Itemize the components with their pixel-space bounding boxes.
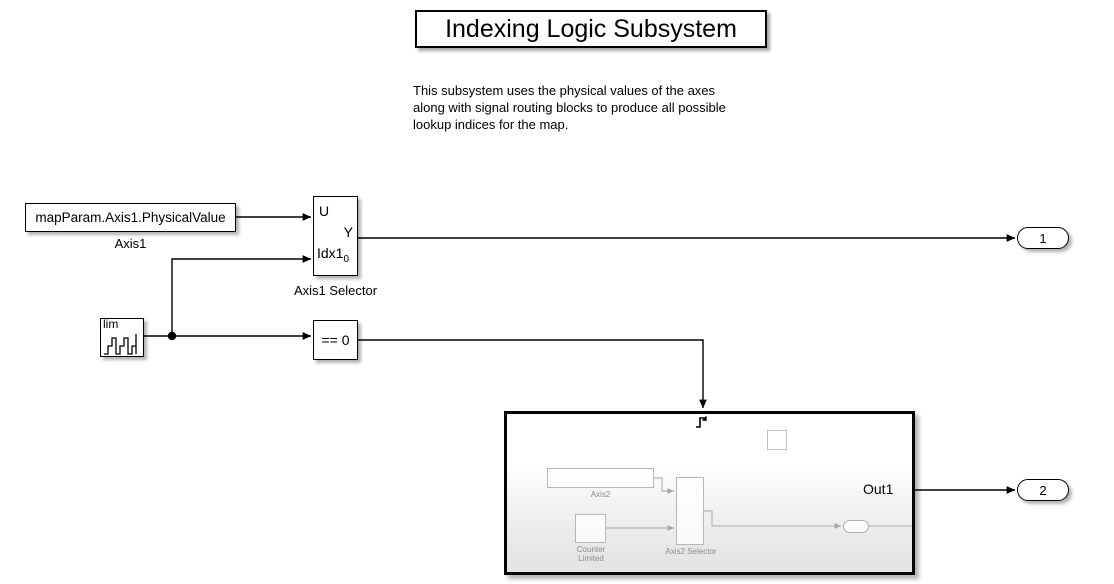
inner-block-axis2 [547,468,654,488]
counter-lim-text: lim [103,318,119,331]
block-axis1-constant[interactable]: mapParam.Axis1.PhysicalValue [25,203,236,232]
outport-1[interactable]: 1 [1017,227,1069,249]
description-text: This subsystem uses the physical values … [413,83,726,132]
block-counter-limited[interactable]: lim [100,318,144,357]
inner-block-axis2-label: Axis2 [590,490,611,499]
outport-2[interactable]: 2 [1017,479,1069,501]
page-title: Indexing Logic Subsystem [445,14,737,43]
rising-edge-trigger-icon [696,415,707,428]
signal-branch-to-selector-idx1 [171,255,312,336]
inner-output-terminal [843,520,869,533]
outport-1-label: 1 [1039,230,1047,246]
port-label-idx1-text: Idx1 [317,245,344,261]
block-compare-to-zero[interactable]: == 0 [313,320,358,360]
signal-compare-to-subsystem-trigger [358,339,707,409]
block-axis1-constant-value: mapParam.Axis1.PhysicalValue [35,210,226,225]
block-axis1-constant-label: Axis1 [114,236,147,251]
signal-branch-point [167,331,177,341]
subsystem-out1-label: Out1 [863,481,894,497]
inner-block-axis2-selector-label: Axis2 Selector [665,547,717,556]
block-triggered-subsystem[interactable]: Axis2 Counter Limited Axis2 Selector [504,411,915,575]
block-axis1-selector[interactable]: U Idx10 Y [313,196,358,276]
inner-block-counter-limited-label: Counter Limited [576,545,606,563]
port-label-idx1: Idx10 [317,245,349,265]
staircase-waveform-icon [104,334,137,355]
port-label-y: Y [343,224,353,240]
port-label-u: U [319,203,330,219]
inner-block-counter-limited [575,514,606,543]
inner-block-axis2-selector [676,477,704,545]
outport-2-label: 2 [1039,482,1047,498]
block-compare-to-zero-label: == 0 [321,332,350,348]
title-annotation-box: Indexing Logic Subsystem [415,10,767,48]
port-label-idx1-subscript: 0 [343,253,350,265]
inner-empty-block [767,430,787,450]
block-axis1-selector-label: Axis1 Selector [293,283,378,298]
